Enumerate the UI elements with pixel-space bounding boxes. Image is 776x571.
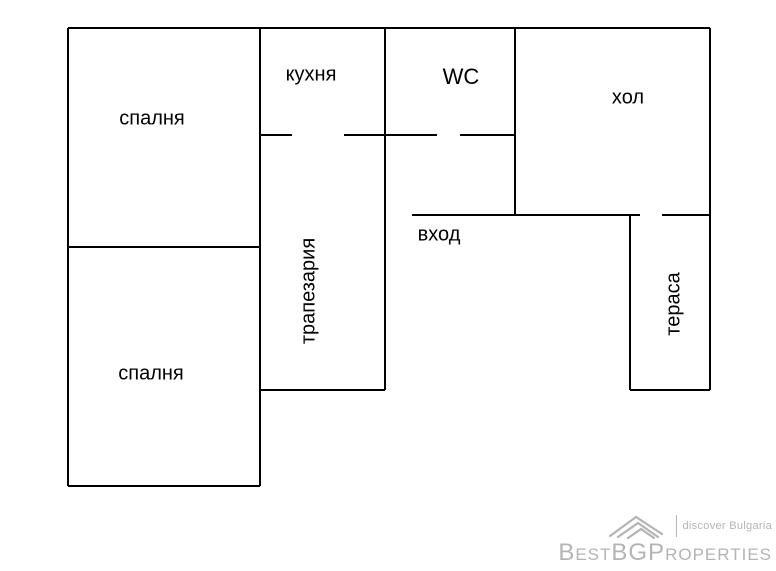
room-label-dining: трапезария (297, 237, 320, 345)
watermark-tagline: discover Bulgaria (682, 520, 772, 532)
room-label-terrace: тераса (662, 272, 685, 336)
room-label-entrance: вход (417, 223, 461, 246)
room-label-hall: хол (611, 86, 645, 109)
room-label-bedroom-bottom: спалня (118, 362, 184, 385)
room-label-wc: WC (442, 64, 480, 89)
watermark-brand: BestBGProperties (558, 539, 772, 566)
watermark-separator (675, 515, 677, 537)
room-label-kitchen: кухня (285, 63, 337, 86)
watermark: discover Bulgaria BestBGProperties (558, 512, 772, 565)
room-label-bedroom-top: спалня (119, 107, 185, 130)
roof-icon (608, 515, 663, 540)
watermark-top-row: discover Bulgaria (558, 512, 772, 540)
